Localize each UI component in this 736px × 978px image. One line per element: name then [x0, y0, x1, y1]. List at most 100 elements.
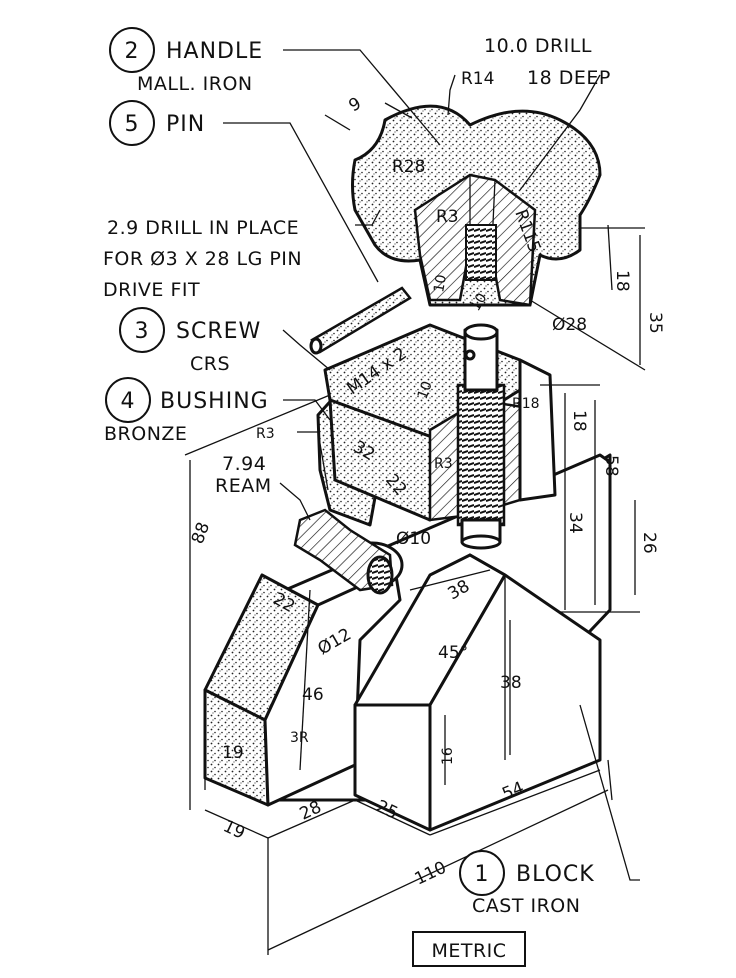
drawing-stroke	[463, 323, 499, 341]
drawing-stroke	[465, 224, 497, 281]
drawing-stroke	[409, 569, 491, 591]
dim-dia10: Ø10	[396, 529, 431, 549]
part-number: 3	[135, 319, 150, 344]
part-callout-pin: 5 PIN	[109, 100, 205, 146]
drawing-stroke	[412, 931, 526, 967]
drawing-stroke	[184, 394, 331, 456]
dim-18-screw: 18	[569, 410, 589, 432]
dim-r18: R18	[512, 396, 540, 412]
part-callout-bushing: 4 BUSHING BRONZE	[104, 377, 269, 445]
units-label: METRIC	[431, 940, 506, 962]
pin-note-line2: FOR Ø3 X 28 LG PIN	[103, 248, 302, 270]
callout-circle	[109, 100, 155, 146]
dim-110: 110	[412, 858, 450, 890]
drawing-stroke	[460, 534, 502, 550]
drawing-stroke	[204, 809, 269, 839]
drawing-stroke	[354, 799, 431, 836]
drawing-stroke	[429, 574, 506, 706]
dim-19-bottom: 19	[220, 816, 248, 843]
drawing-stroke	[519, 74, 601, 191]
drawing-stroke	[384, 102, 413, 119]
drawing-stroke	[353, 703, 432, 832]
metric-label-box: METRIC	[412, 931, 526, 967]
part-number: 4	[121, 389, 136, 414]
part-name: BLOCK	[516, 862, 595, 887]
drawing-stroke	[282, 329, 331, 371]
dim-r3-bushing: R3	[256, 426, 275, 442]
dim-46: 46	[302, 685, 324, 705]
dim-r14: R14	[461, 69, 494, 89]
drawing-stroke	[267, 799, 356, 839]
part-material: MALL. IRON	[137, 73, 253, 95]
pin-note-line1: 2.9 DRILL IN PLACE	[107, 217, 299, 239]
dim-dia28: Ø28	[552, 315, 587, 335]
part-callout-screw: 3 SCREW CRS	[119, 307, 261, 375]
drawing-stroke	[456, 383, 506, 527]
callout-circle	[109, 27, 155, 73]
callout-circle	[119, 307, 165, 353]
pin-note-line3: DRIVE FIT	[103, 279, 200, 301]
dim-18-handle: 18	[612, 270, 632, 292]
ream-note-line2: REAM	[215, 475, 272, 497]
part-name: BUSHING	[160, 389, 269, 414]
dimension-lines	[184, 49, 646, 955]
part-callout-handle: 2 HANDLE MALL. IRON	[109, 27, 263, 95]
drawing-stroke	[283, 399, 331, 421]
part-number: 2	[125, 39, 140, 64]
dim-26: 26	[639, 532, 659, 554]
part-number: 1	[475, 862, 490, 887]
dim-35: 35	[645, 312, 665, 334]
pin-part	[309, 286, 412, 355]
dim-r3-screw: R3	[434, 456, 453, 472]
dim-10-handle: 10	[431, 273, 450, 293]
drawing-stroke	[429, 769, 601, 836]
dim-16: 16	[440, 747, 456, 765]
drawing-stroke	[366, 555, 394, 595]
part-material: CRS	[190, 353, 230, 375]
part-name: SCREW	[176, 319, 261, 344]
screw-part	[323, 323, 557, 550]
drill-note: 10.0 DRILL	[484, 35, 592, 57]
dim-r28: R28	[392, 157, 425, 177]
drawing-stroke	[223, 122, 379, 283]
part-material: CAST IRON	[472, 895, 580, 917]
dim-58: 58	[601, 455, 621, 477]
drawing-stroke	[297, 431, 329, 491]
part-number: 5	[125, 112, 140, 137]
dim-19-side: 19	[222, 743, 244, 763]
drawing-stroke	[263, 568, 402, 807]
drawing-stroke	[309, 337, 323, 355]
part-material: BRONZE	[104, 423, 187, 445]
handle-part	[351, 104, 602, 307]
dim-88: 88	[188, 520, 214, 547]
drawing-stroke	[324, 114, 351, 131]
callout-circle	[459, 850, 505, 896]
drawing-stroke	[283, 49, 441, 146]
drawing-stroke	[607, 759, 613, 801]
part-callout-block: 1 BLOCK CAST IRON	[459, 850, 595, 917]
drawing-stroke	[279, 482, 311, 521]
dim-38-height: 38	[500, 673, 522, 693]
dim-10-screw: 10	[415, 379, 436, 401]
deep-note: 18 DEEP	[527, 67, 611, 89]
drawing-stroke	[607, 224, 613, 291]
drawing-stroke	[529, 299, 646, 371]
part-name: PIN	[166, 112, 205, 137]
drawing-stroke	[355, 209, 381, 226]
dim-34: 34	[565, 512, 585, 534]
drawing-stroke	[299, 589, 311, 771]
dim-3r: 3R	[290, 730, 309, 746]
dim-9: 9	[346, 94, 365, 117]
drawing-stroke	[579, 704, 640, 881]
drawing-stroke	[267, 789, 609, 951]
part-name: HANDLE	[166, 39, 263, 64]
callout-circle	[105, 377, 151, 423]
drawing-stroke	[447, 74, 456, 116]
dim-r3-handle: R3	[436, 207, 459, 227]
dim-45deg: 45°	[438, 643, 468, 663]
ream-note-line1: 7.94	[222, 453, 266, 475]
drawing-stroke	[518, 358, 557, 502]
drawing-stroke	[464, 349, 476, 361]
